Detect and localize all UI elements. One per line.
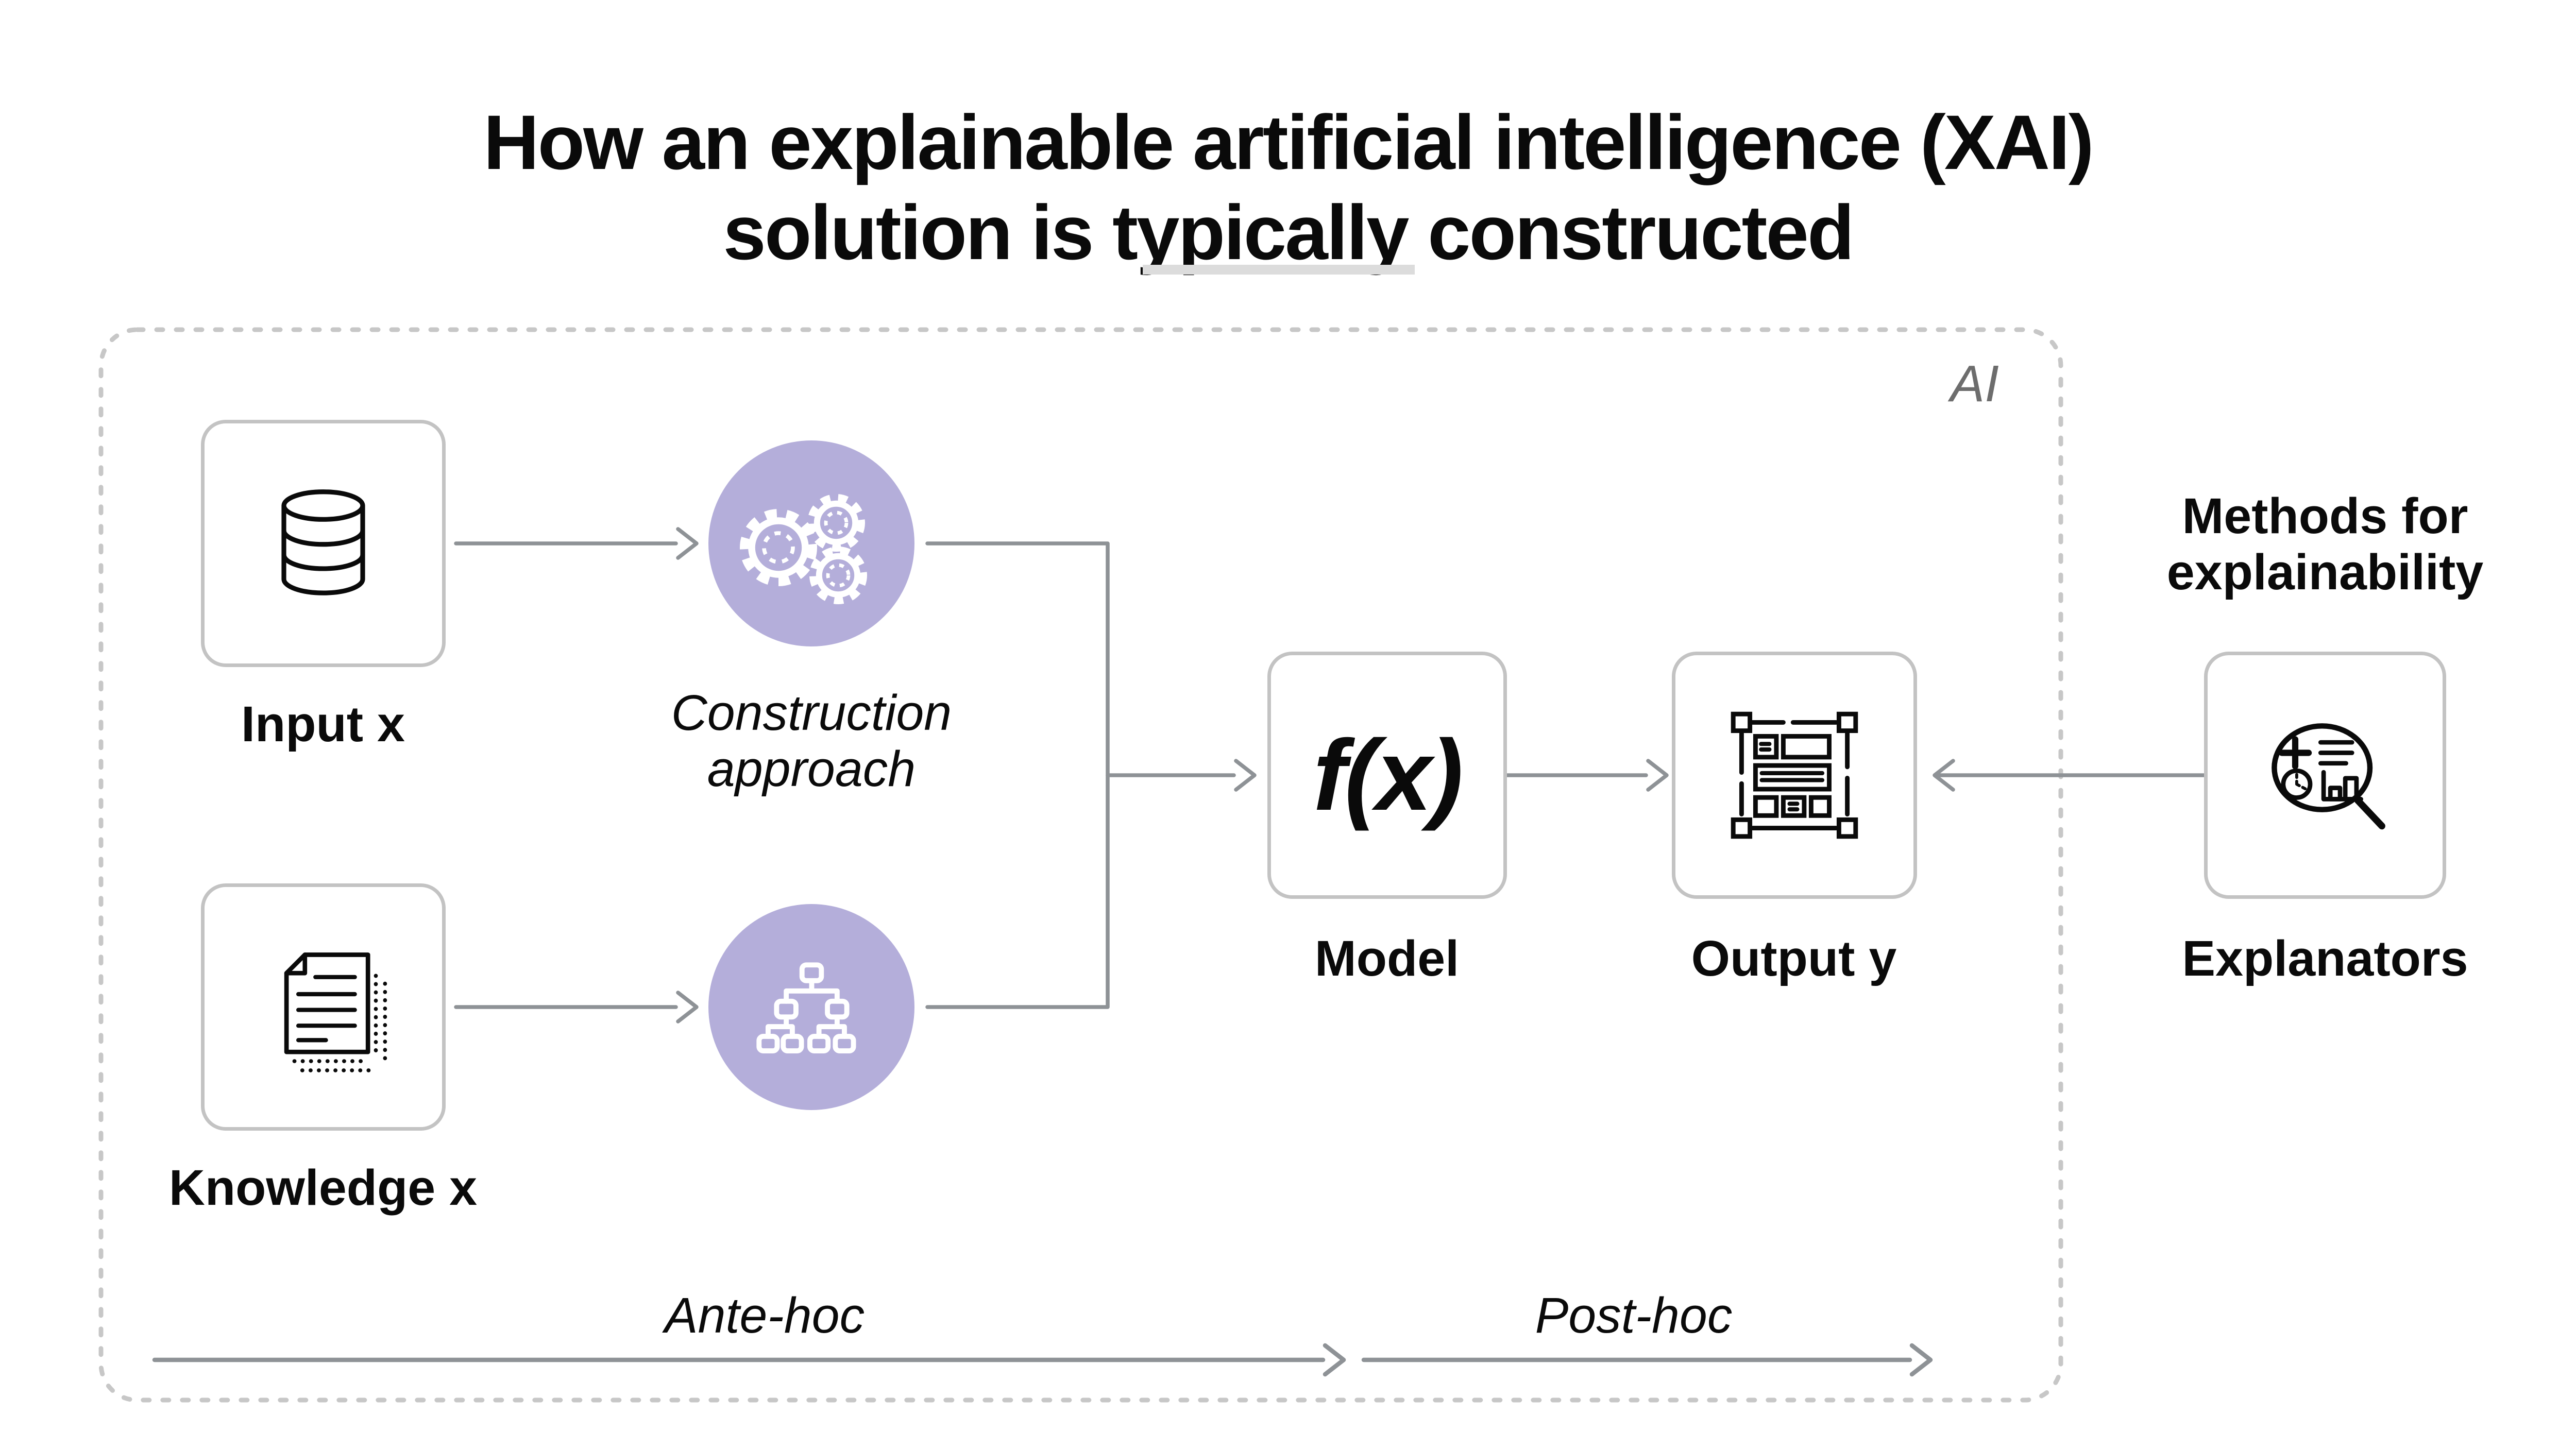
post-hoc-axis-arrow — [1361, 1343, 1933, 1377]
knowledge-label: Knowledge x — [168, 1160, 478, 1216]
page-title-line1: How an explainable artificial intelligen… — [483, 98, 2094, 185]
gears-icon — [740, 494, 867, 604]
hierarchy-icon — [756, 962, 856, 1053]
page-title-line2: solution is typically constructed — [723, 189, 1854, 276]
arrow-explanators-to-output — [1933, 759, 2206, 792]
ante-hoc-axis-arrow — [152, 1343, 1346, 1377]
arrow-model-to-output — [1505, 759, 1669, 792]
construction-approach-label: Construction approach — [605, 685, 1018, 797]
model-box: f(x) — [1267, 652, 1507, 899]
input-label: Input x — [241, 696, 405, 752]
explanators-box — [2204, 652, 2446, 899]
hierarchy-bubble — [708, 904, 914, 1110]
page-title: How an explainable artificial intelligen… — [0, 97, 2576, 278]
knowledge-box — [201, 883, 446, 1131]
title-underline — [1143, 265, 1415, 275]
post-hoc-label: Post-hoc — [1535, 1287, 1733, 1343]
model-label: Model — [1314, 930, 1460, 986]
explanators-label: Explanators — [2182, 930, 2468, 986]
document-icon — [284, 952, 387, 1072]
construction-label-line1: Construction — [671, 685, 952, 741]
ai-region-label: AI — [1950, 355, 1999, 413]
methods-for-explainability-heading: Methods for explainability — [2119, 488, 2531, 600]
output-label: Output y — [1691, 930, 1897, 986]
construction-label-line2: approach — [707, 740, 916, 797]
ai-boundary-box — [98, 327, 2063, 1403]
methods-heading-line2: explainability — [2166, 543, 2484, 600]
arrow-input-to-construction — [454, 527, 699, 560]
wireframe-icon — [1731, 711, 1858, 839]
database-icon — [281, 489, 365, 595]
magnifier-analytics-icon — [2272, 723, 2385, 830]
model-formula: f(x) — [1313, 719, 1463, 831]
methods-heading-line1: Methods for — [2182, 488, 2468, 544]
output-box — [1672, 652, 1917, 899]
arrow-knowledge-to-hierarchy — [454, 991, 699, 1024]
arrow-bracket-to-model — [1106, 759, 1257, 792]
input-box — [201, 420, 446, 667]
ante-hoc-label: Ante-hoc — [664, 1287, 865, 1343]
construction-approach-bubble — [708, 440, 914, 646]
